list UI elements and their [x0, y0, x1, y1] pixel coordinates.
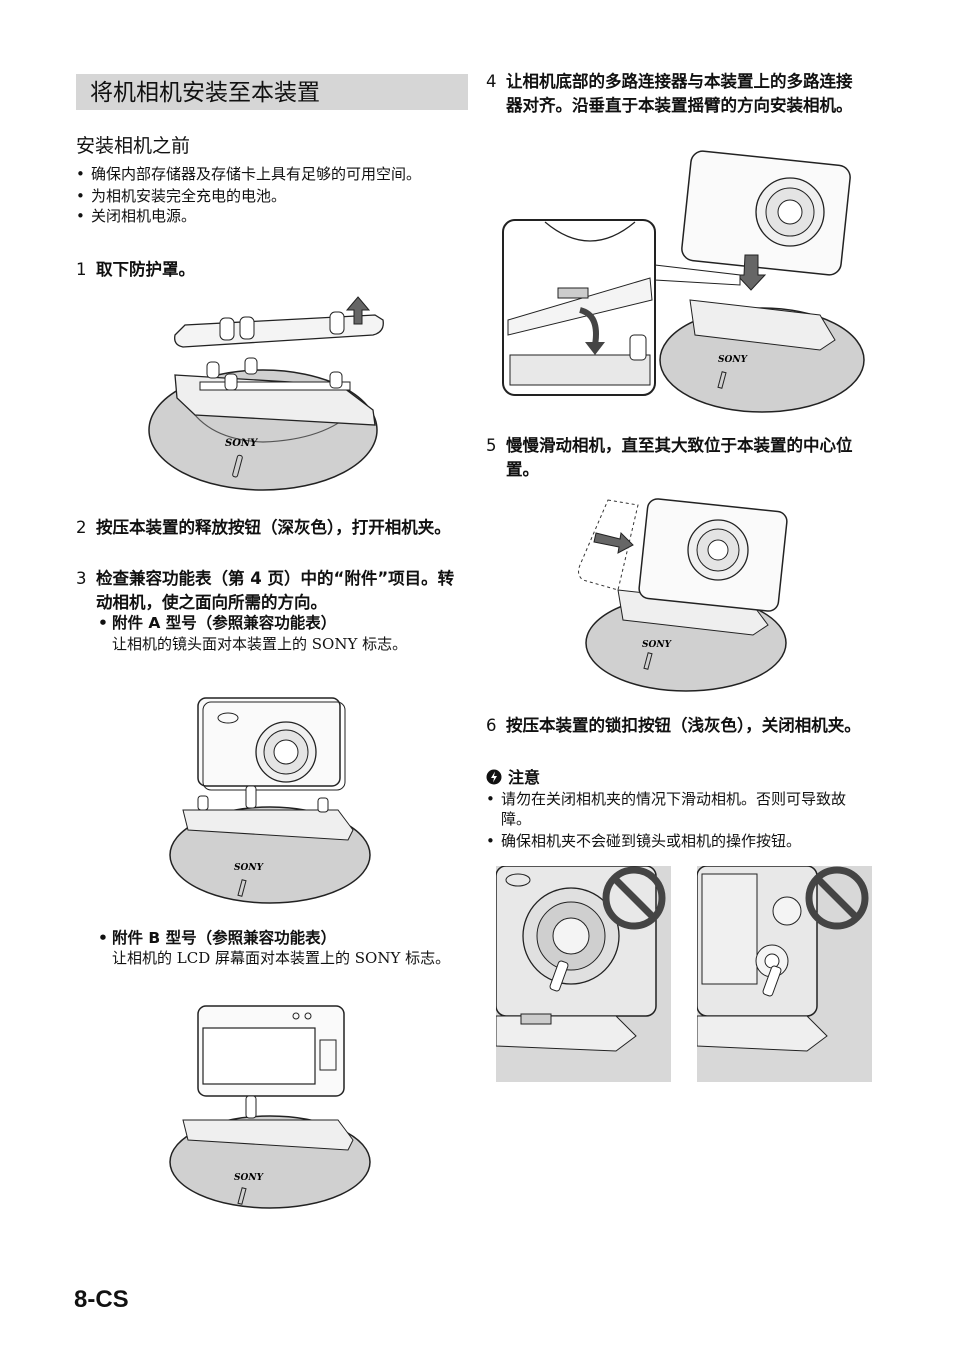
attachment-a-title: • 附件 A 型号（参照兼容功能表）	[98, 614, 337, 632]
sony-logo: SONY	[225, 438, 258, 449]
prohibited-button-illustration	[697, 866, 872, 1082]
caution-icon	[486, 769, 502, 785]
sony-logo: SONY	[642, 640, 673, 650]
page-number: 8-CS	[74, 1286, 129, 1313]
section-title: 将机相机安装至本装置	[90, 80, 320, 106]
prohibited-icon	[602, 866, 666, 930]
attachment-b-title: • 附件 B 型号（参照兼容功能表）	[98, 929, 337, 947]
step-1: 1 取下防护罩。	[76, 260, 195, 279]
slide-camera-illustration: SONY	[578, 498, 788, 692]
section-title-bar	[76, 74, 468, 110]
list-item: 请勿在关闭相机夹的情况下滑动相机。否则可导致故障。	[486, 789, 871, 829]
before-installing-list: 确保内部存储器及存储卡上具有足够的可用空间。 为相机安装完全充电的电池。 关闭相…	[76, 164, 448, 226]
note-heading: 注意	[486, 767, 540, 789]
list-item: 关闭相机电源。	[76, 206, 448, 226]
sony-logo: SONY	[234, 863, 265, 873]
remove-cover-illustration: SONY	[148, 296, 384, 491]
attachment-b-desc: 让相机的 LCD 屏幕面对本装置上的 SONY 标志。	[112, 949, 451, 967]
attachment-a-desc: 让相机的镜头面对本装置上的 SONY 标志。	[112, 635, 408, 653]
step-3: 3 检查兼容功能表（第 4 页）中的“附件”项目。转动相机，使之面向所需的方向。	[76, 569, 455, 612]
before-installing-title: 安装相机之前	[76, 135, 191, 157]
step-4: 4 让相机底部的多路连接器与本装置上的多路连接器对齐。沿垂直于本装置摇臂的方向安…	[486, 72, 853, 115]
note-list: 请勿在关闭相机夹的情况下滑动相机。否则可导致故障。 确保相机夹不会碰到镜头或相机…	[486, 789, 871, 851]
list-item: 为相机安装完全充电的电池。	[76, 186, 448, 206]
step-2: 2 按压本装置的释放按钮（深灰色），打开相机夹。	[76, 518, 451, 537]
prohibited-icon	[805, 866, 869, 930]
align-connector-illustration: SONY	[502, 150, 865, 413]
attachment-b-illustration: SONY	[169, 1005, 371, 1209]
step-6: 6 按压本装置的锁扣按钮（浅灰色），关闭相机夹。	[486, 716, 861, 735]
attachment-a-illustration: SONY	[169, 697, 371, 904]
step-5: 5 慢慢滑动相机，直至其大致位于本装置的中心位置。	[486, 436, 853, 479]
sony-logo: SONY	[234, 1173, 265, 1183]
prohibited-lens-illustration	[496, 866, 671, 1082]
sony-logo: SONY	[718, 355, 749, 365]
list-item: 确保相机夹不会碰到镜头或相机的操作按钮。	[486, 831, 871, 851]
list-item: 确保内部存储器及存储卡上具有足够的可用空间。	[76, 164, 448, 184]
